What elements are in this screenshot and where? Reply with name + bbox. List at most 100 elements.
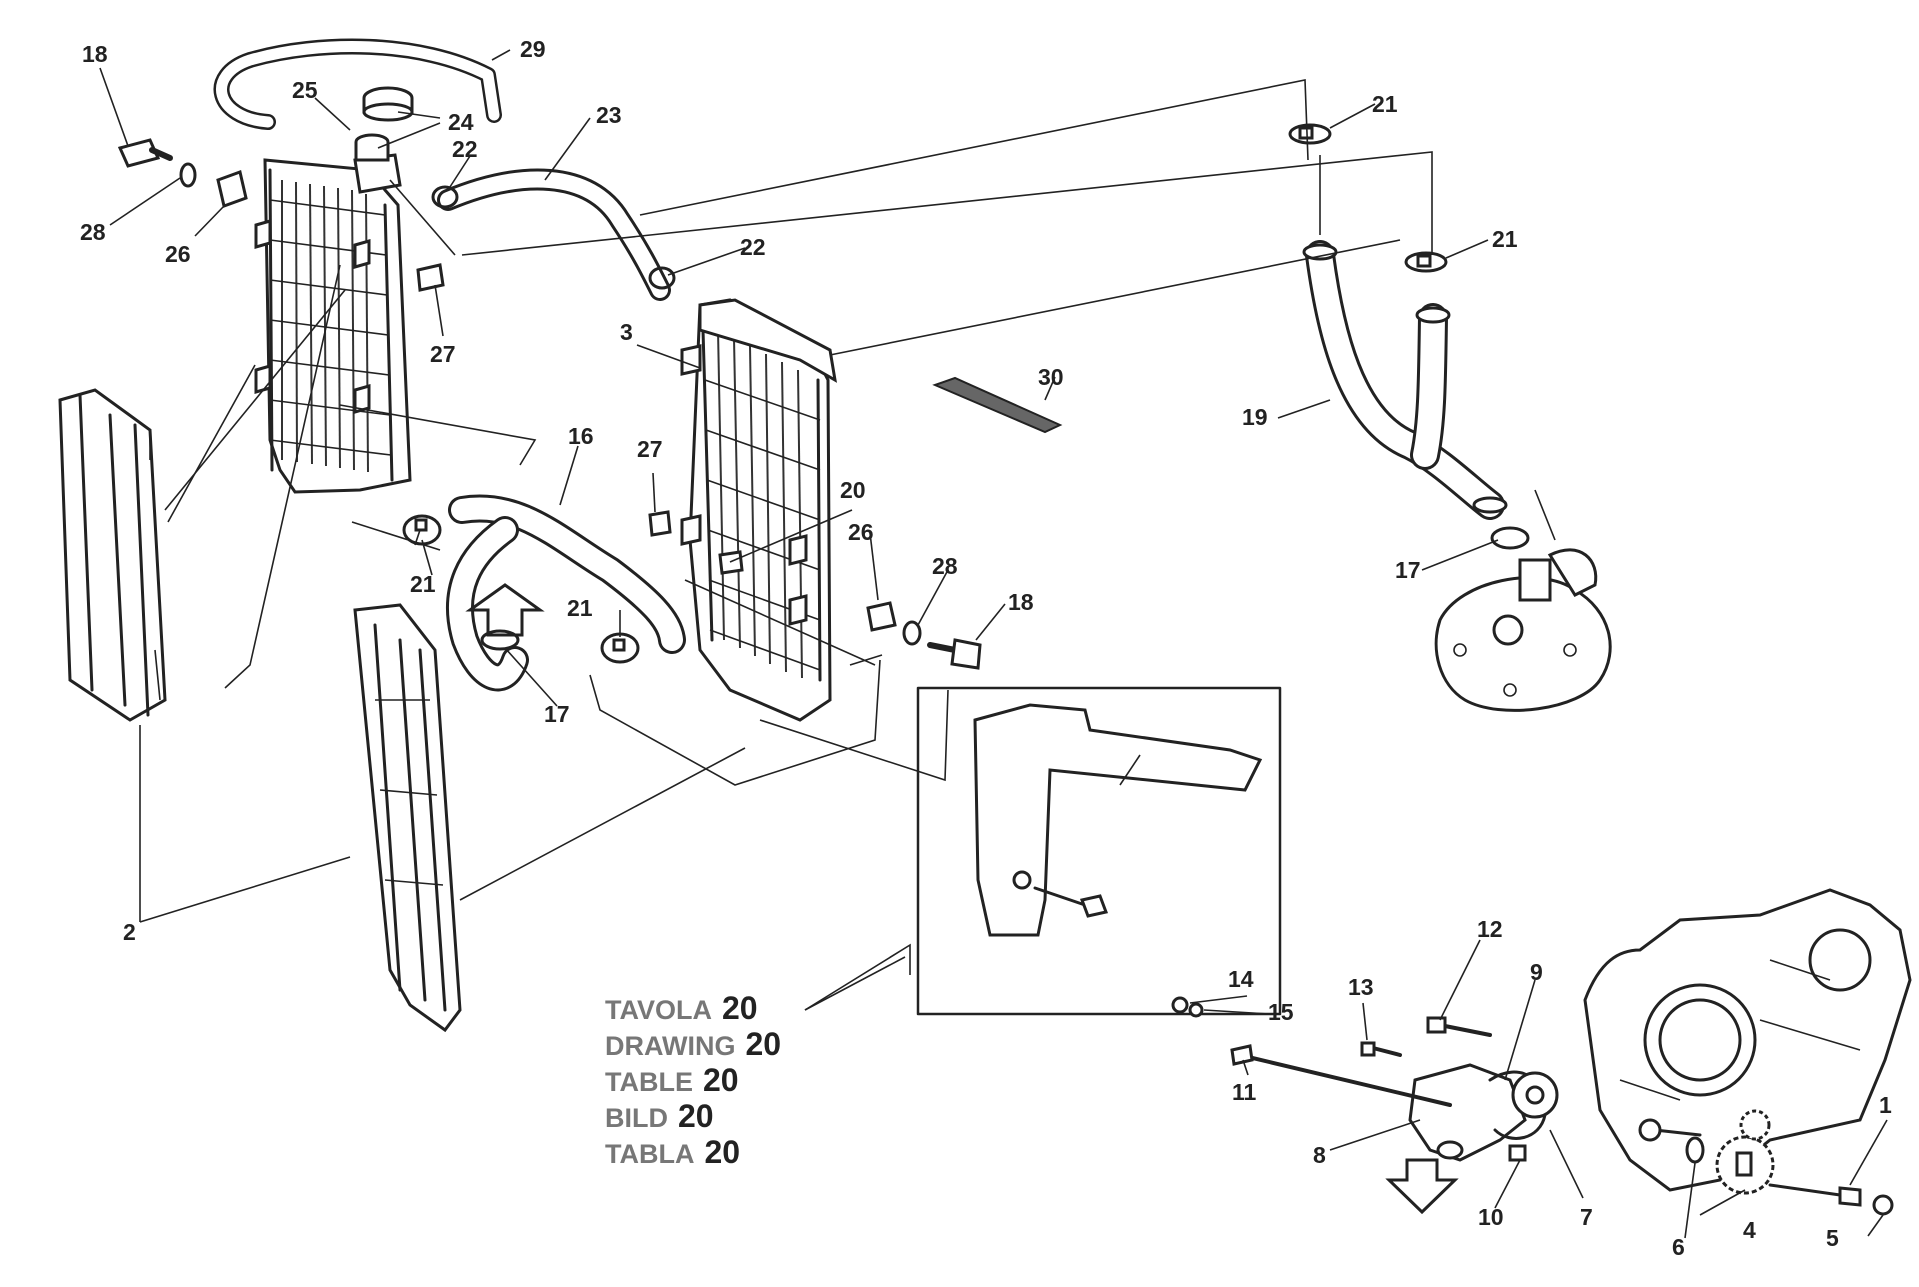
label-12: 12	[1477, 916, 1503, 942]
label-6: 6	[1672, 1234, 1685, 1260]
water-pump-housing[interactable]	[1408, 1063, 1527, 1162]
radiator-filler-neck[interactable]	[354, 133, 390, 162]
ref-word: BILD	[605, 1103, 668, 1133]
pump-gear[interactable]	[1715, 1135, 1775, 1195]
hose-clamp-21-lower[interactable]	[600, 632, 640, 664]
idler-gear[interactable]	[1739, 1109, 1771, 1141]
ref-number: 20	[704, 1134, 740, 1170]
label-28a: 28	[80, 219, 106, 245]
pump-shaft[interactable]	[1638, 1118, 1702, 1142]
label-5: 5	[1826, 1225, 1839, 1251]
label-18a: 18	[82, 41, 108, 67]
ref-number: 20	[678, 1098, 714, 1134]
label-22a: 22	[452, 136, 478, 162]
label-2: 2	[123, 919, 136, 945]
hose-clamp-17-left[interactable]	[480, 629, 520, 651]
hose-clamp-21-mid[interactable]	[1404, 251, 1448, 273]
label-23: 23	[596, 102, 622, 128]
pump-nut[interactable]	[1872, 1194, 1894, 1216]
label-1: 1	[1879, 1092, 1892, 1118]
radiator-grill[interactable]	[353, 603, 462, 1033]
label-24: 24	[448, 109, 474, 135]
ref-word: DRAWING	[605, 1031, 736, 1061]
drain-screw-10[interactable]	[1508, 1144, 1527, 1162]
label-19: 19	[1242, 404, 1268, 430]
shaft-bearing[interactable]	[1685, 1136, 1705, 1164]
ref-word: TABLE	[605, 1067, 693, 1097]
radiator-side-cover[interactable]	[973, 703, 1263, 937]
hose-clamp-17-right[interactable]	[1490, 526, 1530, 550]
label-3: 3	[620, 319, 633, 345]
washer-15[interactable]	[1188, 1002, 1204, 1018]
label-26b: 26	[848, 519, 874, 545]
ref-word: TAVOLA	[605, 995, 712, 1025]
washer-28-left[interactable]	[179, 162, 197, 188]
detail-inset-frame	[916, 686, 1282, 1016]
label-30: 30	[1038, 364, 1064, 390]
label-4: 4	[1743, 1217, 1756, 1243]
ref-number: 20	[746, 1026, 782, 1062]
label-13: 13	[1348, 974, 1374, 1000]
label-16: 16	[568, 423, 594, 449]
label-21c: 21	[410, 571, 436, 597]
hose-clamp-21-top[interactable]	[1288, 123, 1332, 145]
flow-arrow-down	[1385, 1158, 1459, 1215]
label-21b: 21	[1492, 226, 1518, 252]
radiator-cap[interactable]	[362, 86, 414, 122]
label-20: 20	[840, 477, 866, 503]
long-stud[interactable]	[1230, 1044, 1452, 1107]
pump-impeller[interactable]	[1511, 1071, 1559, 1119]
bolt-13[interactable]	[1360, 1041, 1402, 1057]
label-17a: 17	[544, 701, 570, 727]
ref-number: 20	[722, 990, 758, 1026]
label-25: 25	[292, 77, 318, 103]
cover-screw[interactable]	[1033, 886, 1109, 918]
hose-clamp-22-mid[interactable]	[648, 266, 676, 290]
radiator-bolt-20[interactable]	[718, 550, 744, 575]
label-14: 14	[1228, 966, 1254, 992]
grommet-26-left[interactable]	[216, 170, 248, 208]
y-pipe[interactable]	[1302, 240, 1508, 520]
label-15: 15	[1268, 999, 1294, 1025]
cylinder-head[interactable]	[1434, 548, 1612, 712]
ref-number: 20	[703, 1062, 739, 1098]
left-radiator[interactable]	[254, 153, 412, 494]
right-radiator[interactable]	[680, 298, 837, 722]
label-21d: 21	[567, 595, 593, 621]
bushing-27-right[interactable]	[648, 510, 672, 537]
hose-clamp-22-top[interactable]	[431, 185, 459, 209]
engine-cover[interactable]	[1583, 888, 1912, 1192]
label-21a: 21	[1372, 91, 1398, 117]
label-27a: 27	[430, 341, 456, 367]
washer-14[interactable]	[1171, 996, 1189, 1014]
callout-leaders	[99, 49, 1888, 1239]
ref-word: TABLA	[605, 1139, 694, 1169]
left-radiator-shroud[interactable]	[58, 388, 167, 722]
part-labels: 1 2 3 4 5 6 7 8 9 10 11 12 13 14 15 16 1…	[80, 36, 1892, 1260]
bolt-18-right[interactable]	[927, 638, 982, 670]
label-28b: 28	[932, 553, 958, 579]
foam-pad[interactable]	[932, 376, 1063, 434]
label-17b: 17	[1395, 557, 1421, 583]
bushing-27-left[interactable]	[416, 263, 445, 292]
label-7: 7	[1580, 1204, 1593, 1230]
label-29: 29	[520, 36, 546, 62]
bolt-18-left[interactable]	[117, 138, 173, 168]
label-26a: 26	[165, 241, 191, 267]
label-27b: 27	[637, 436, 663, 462]
label-10: 10	[1478, 1204, 1504, 1230]
leader-lines	[139, 79, 1556, 1011]
label-9: 9	[1530, 959, 1543, 985]
flow-arrow-up	[465, 583, 545, 637]
washer-28-right[interactable]	[902, 620, 922, 646]
pump-bolt-1[interactable]	[1768, 1183, 1862, 1207]
bolt-12[interactable]	[1426, 1016, 1492, 1037]
label-22b: 22	[740, 234, 766, 260]
grommet-26-right[interactable]	[866, 601, 897, 632]
